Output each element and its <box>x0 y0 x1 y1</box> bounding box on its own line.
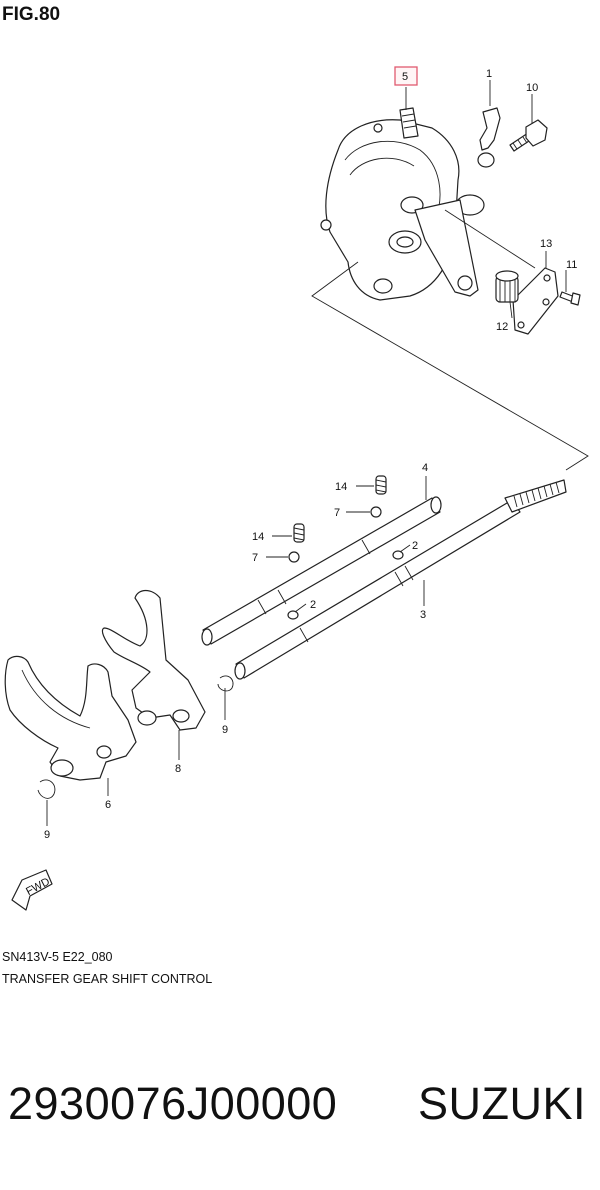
part-number: 2930076J00000 <box>8 1078 338 1129</box>
exploded-parts-diagram: FWD 5 1 10 13 11 12 4 14 7 14 7 2 <box>4 66 589 911</box>
callout-6: 6 <box>105 799 111 811</box>
callout-2b: 2 <box>310 599 316 611</box>
callout-labels: 5 1 10 13 11 12 4 14 7 14 7 2 2 3 9 8 6 … <box>44 68 577 841</box>
brand-name: SUZUKI <box>417 1078 586 1129</box>
spring-part-lower[interactable] <box>293 523 305 543</box>
pin-part-upper[interactable] <box>392 550 404 560</box>
pin-part-lower[interactable] <box>287 610 299 620</box>
callout-8: 8 <box>175 763 181 775</box>
shift-shaft-long[interactable] <box>234 479 567 680</box>
spring-part-upper[interactable] <box>375 475 387 495</box>
callout-12: 12 <box>496 321 508 333</box>
callout-9a: 9 <box>222 724 228 736</box>
gear-part[interactable] <box>495 270 519 303</box>
callout-5: 5 <box>402 71 408 83</box>
assembly-guide-line <box>311 261 589 471</box>
callout-1: 1 <box>486 68 492 80</box>
callout-4: 4 <box>422 462 428 474</box>
callout-leader-lines <box>46 80 567 826</box>
shift-fork-8[interactable] <box>101 589 206 731</box>
callout-13: 13 <box>540 238 552 250</box>
callout-14a: 14 <box>335 481 347 493</box>
snap-ring-upper[interactable] <box>217 675 234 692</box>
callout-3: 3 <box>420 609 426 621</box>
callout-7b: 7 <box>252 552 258 564</box>
shift-fork-6[interactable] <box>4 655 137 781</box>
shift-housing-assembly[interactable] <box>320 107 485 301</box>
diagram-caption: TRANSFER GEAR SHIFT CONTROL <box>2 972 213 986</box>
highlight-box-part-5 <box>394 66 418 86</box>
callout-2a: 2 <box>412 540 418 552</box>
fwd-arrow-icon: FWD <box>11 869 53 911</box>
ball-part-lower[interactable] <box>288 551 300 563</box>
small-bolt-part[interactable] <box>559 291 581 306</box>
callout-10: 10 <box>526 82 538 94</box>
figure-title: FIG.80 <box>2 4 61 25</box>
callout-14b: 14 <box>252 531 264 543</box>
ball-part-upper[interactable] <box>370 506 382 518</box>
gasket-plate-part[interactable] <box>512 267 559 335</box>
diagram-code: SN413V-5 E22_080 <box>2 950 113 964</box>
callout-9b: 9 <box>44 829 50 841</box>
callout-7a: 7 <box>334 507 340 519</box>
bolt-part[interactable] <box>509 119 548 152</box>
callout-11: 11 <box>566 259 577 271</box>
snap-ring-lower[interactable] <box>37 779 56 799</box>
shift-shaft-short[interactable] <box>201 496 442 646</box>
clip-part[interactable] <box>477 107 501 168</box>
